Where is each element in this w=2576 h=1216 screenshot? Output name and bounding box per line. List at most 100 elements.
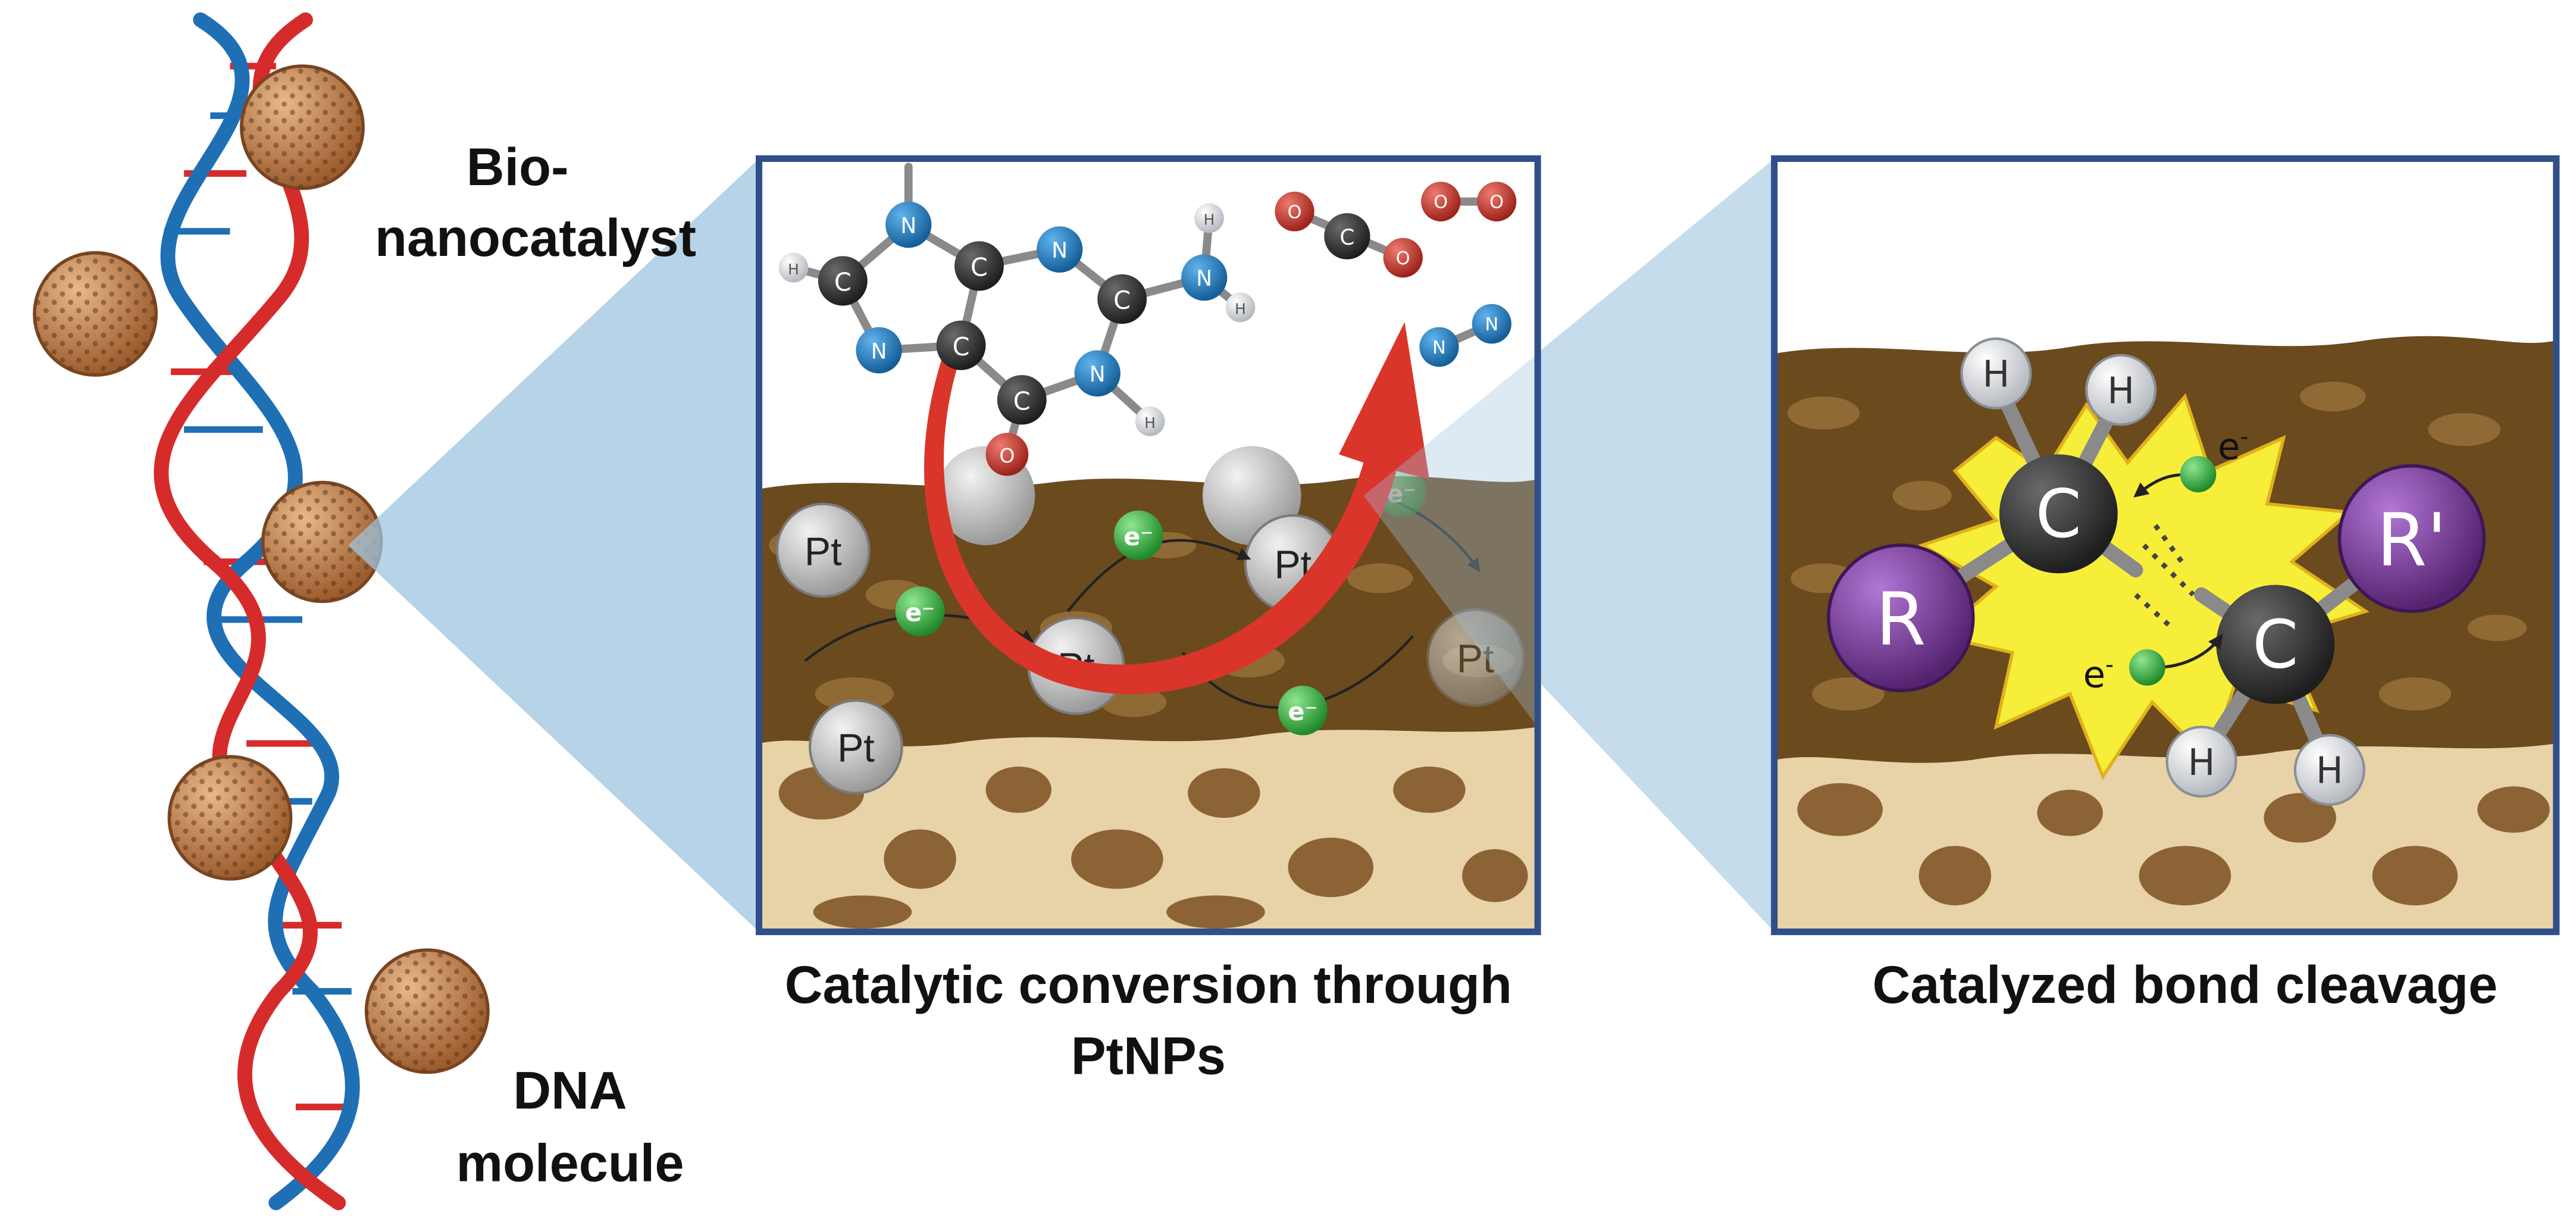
carbon-atom: C bbox=[1999, 454, 2118, 574]
electron-label: e⁻ bbox=[1288, 697, 1317, 726]
pt-atom: Pt bbox=[1426, 608, 1525, 707]
svg-text:C: C bbox=[953, 332, 970, 361]
svg-text:C: C bbox=[971, 252, 988, 282]
surface-pores bbox=[1787, 382, 2527, 711]
co2-molecule: O C O bbox=[1275, 191, 1423, 278]
zoom-projection-left bbox=[348, 158, 759, 932]
broken-bond bbox=[2134, 524, 2195, 630]
hydrogen-atom: H bbox=[1194, 203, 1224, 233]
panel-frame bbox=[1771, 155, 2560, 936]
nitrogen-atom: N bbox=[885, 201, 932, 248]
electron bbox=[2180, 456, 2217, 493]
catalytic-conversion-panel: Pt Pt Pt Pt Pt bbox=[755, 155, 1541, 936]
oxygen-atom: O bbox=[1383, 237, 1423, 278]
svg-text:H: H bbox=[1235, 300, 1246, 317]
carbon-atom: C bbox=[997, 375, 1047, 425]
svg-text:O: O bbox=[1433, 192, 1448, 213]
svg-text:O: O bbox=[1396, 248, 1410, 269]
bio-nanocatalyst-label: nanocatalyst bbox=[375, 208, 696, 267]
carbon-atom: C bbox=[818, 256, 868, 306]
svg-text:N: N bbox=[1432, 337, 1446, 358]
nanoparticle bbox=[240, 64, 365, 190]
oxygen-atom: O bbox=[1421, 182, 1461, 221]
svg-text:N: N bbox=[1090, 362, 1106, 387]
svg-text:C: C bbox=[1339, 226, 1354, 250]
conversion-arrow bbox=[924, 322, 1429, 695]
svg-text:C: C bbox=[2036, 476, 2082, 553]
svg-text:O: O bbox=[1489, 192, 1504, 213]
electron bbox=[2129, 649, 2165, 686]
carbon-atom: C bbox=[936, 320, 986, 370]
electron: e⁻ bbox=[1113, 510, 1163, 561]
bond-cleavage-caption: Catalyzed bond cleavage bbox=[1873, 955, 2498, 1014]
svg-text:R: R bbox=[1876, 577, 1926, 661]
svg-text:H: H bbox=[2188, 742, 2215, 784]
nanoparticle bbox=[261, 480, 383, 604]
carbon-atom: C bbox=[954, 241, 1004, 291]
nitrogen-atom: N bbox=[1074, 350, 1120, 397]
electron-label: e⁻ bbox=[905, 598, 935, 627]
svg-text:N: N bbox=[871, 339, 887, 364]
panel-frame bbox=[755, 155, 1541, 936]
dna-helix bbox=[154, 12, 360, 1211]
svg-text:N: N bbox=[1051, 239, 1068, 263]
electron-label: e⁻ bbox=[1123, 522, 1153, 551]
hydrogen-atom: H bbox=[2293, 734, 2365, 806]
hydrogen-atom: H bbox=[2165, 726, 2237, 798]
o2-molecule: O O bbox=[1421, 182, 1517, 221]
r-prime-group-atom: R' bbox=[2337, 464, 2486, 613]
electron: e⁻ bbox=[1278, 685, 1328, 736]
r-group-atom: R bbox=[1827, 543, 1975, 693]
bio-nanocatalyst-label: Bio- bbox=[467, 137, 569, 196]
hydrogen-atom: H bbox=[1960, 337, 2032, 409]
svg-text:H: H bbox=[1204, 211, 1215, 228]
svg-text:N: N bbox=[1196, 267, 1212, 291]
svg-text:e-: e- bbox=[2083, 652, 2114, 696]
oxygen-atom: O bbox=[1275, 191, 1314, 232]
carbon-atom: C bbox=[1097, 274, 1147, 324]
electron: e⁻ bbox=[895, 586, 945, 636]
svg-text:C: C bbox=[1013, 386, 1031, 415]
dna-molecule-label: molecule bbox=[456, 1133, 684, 1192]
electron-label: e- bbox=[2218, 424, 2248, 468]
catalytic-conversion-caption: PtNPs bbox=[1071, 1026, 1226, 1085]
dna-strand-red bbox=[154, 12, 346, 1211]
n2-molecule: N N bbox=[1419, 304, 1511, 367]
oxygen-atom: O bbox=[985, 433, 1029, 476]
oxygen-atom: O bbox=[1476, 182, 1517, 221]
svg-text:O: O bbox=[1288, 202, 1302, 223]
svg-text:C: C bbox=[2252, 607, 2298, 683]
nitrogen-atom: N bbox=[856, 327, 902, 374]
catalytic-conversion-caption: Catalytic conversion through bbox=[785, 955, 1512, 1014]
nanoparticle bbox=[167, 755, 293, 881]
electron-label: e- bbox=[2083, 652, 2114, 696]
guanine-molecule: C C C C C bbox=[778, 162, 1256, 476]
nanoparticle bbox=[364, 948, 490, 1074]
nanoparticle bbox=[33, 251, 158, 377]
support-pores bbox=[778, 766, 1528, 929]
svg-text:N: N bbox=[1485, 314, 1498, 335]
svg-text:O: O bbox=[999, 444, 1015, 467]
svg-text:H: H bbox=[1983, 353, 2010, 395]
hydrogen-atom: H bbox=[2085, 354, 2157, 426]
zoom-projection-right bbox=[1363, 158, 1774, 932]
svg-text:C: C bbox=[1113, 286, 1131, 315]
svg-text:e-: e- bbox=[2218, 424, 2248, 468]
svg-text:R': R' bbox=[2377, 498, 2447, 582]
pt-atom: Pt bbox=[775, 502, 871, 598]
projection-overlay bbox=[1363, 354, 1538, 727]
hydrogen-atom: H bbox=[1135, 406, 1165, 436]
bond-cleavage-panel: H H H H C C bbox=[1771, 155, 2560, 936]
svg-text:H: H bbox=[1144, 414, 1156, 432]
hydrogen-atom: H bbox=[778, 252, 809, 283]
carbon-atom: C bbox=[2216, 584, 2335, 704]
pt-label: Pt bbox=[837, 726, 875, 770]
hydrogen-atom: H bbox=[1225, 292, 1256, 323]
svg-text:N: N bbox=[900, 214, 916, 238]
dna-nanoparticles bbox=[33, 64, 490, 1074]
pt-atom: Pt bbox=[809, 699, 903, 795]
dna-molecule-label: DNA bbox=[513, 1061, 627, 1120]
svg-text:H: H bbox=[2316, 750, 2343, 792]
svg-text:H: H bbox=[788, 261, 799, 278]
